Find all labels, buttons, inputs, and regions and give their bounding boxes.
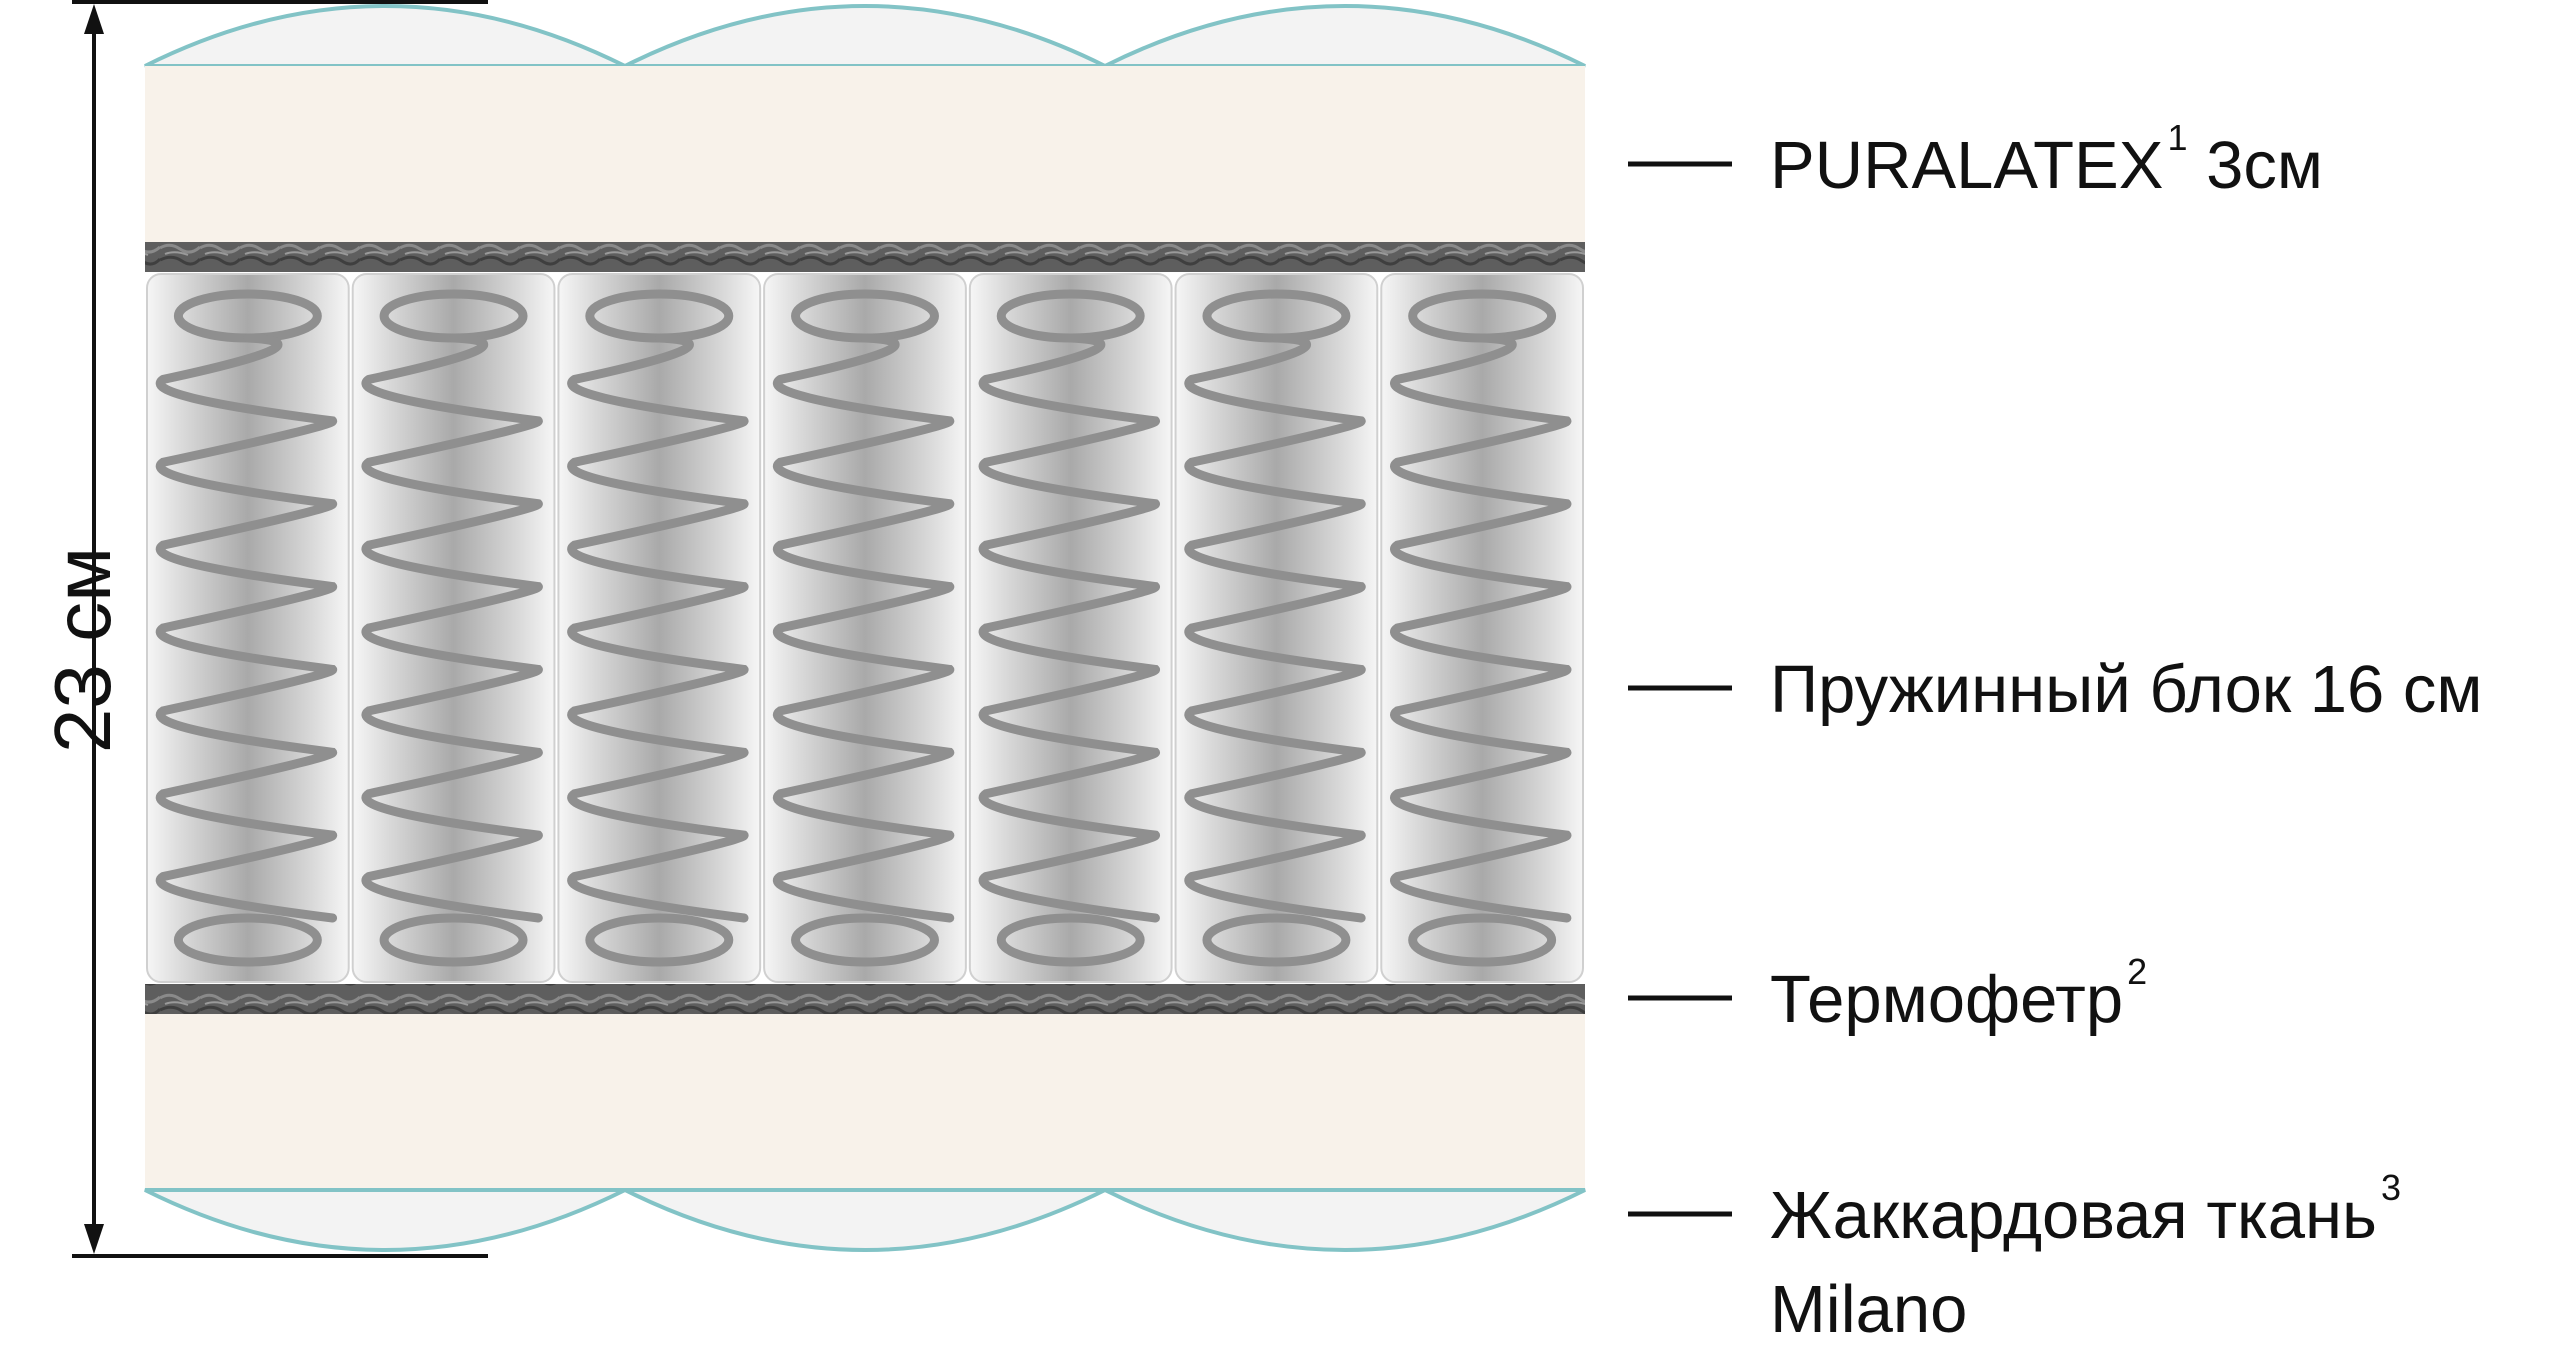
spring-coil-bottom <box>585 913 734 967</box>
spring-coil-bottom <box>791 913 939 967</box>
fabric-wave <box>144 1188 626 1252</box>
spring-coil-bottom <box>379 913 528 967</box>
layer-label-fabric-name: Milano <box>1770 1272 1968 1347</box>
bottom-latex-layer <box>145 1014 1585 1190</box>
spring-coil-bottom <box>1202 913 1351 967</box>
spring-helix <box>772 333 955 923</box>
spring-pocket <box>1174 273 1379 983</box>
spring-pocket <box>763 273 967 983</box>
footnote-mark-2: 2 <box>2127 951 2148 992</box>
footnote-mark-3: 3 <box>2380 1167 2401 1208</box>
top-fabric-cover <box>144 4 1586 68</box>
arrow-down-icon <box>84 1224 104 1254</box>
footnote-mark-1: 1 <box>2167 117 2188 158</box>
spring-helix <box>567 333 749 923</box>
height-dimension <box>72 0 488 1258</box>
bottom-felt-layer <box>145 984 1585 1014</box>
total-height-text: 23 см <box>38 546 127 754</box>
spring-helix <box>1390 333 1572 923</box>
spring-pocket <box>557 273 762 983</box>
fabric-wave <box>1104 4 1586 68</box>
fabric-wave <box>624 4 1106 68</box>
spring-coil-bottom <box>996 913 1145 967</box>
leader-lines <box>1628 161 1732 1217</box>
top-felt-layer <box>145 242 1585 272</box>
spring-helix <box>1184 333 1366 923</box>
total-height-label: 23 см <box>8 530 158 770</box>
fabric-wave <box>624 1188 1106 1252</box>
spring-pocket <box>1380 273 1585 983</box>
fabric-wave <box>1104 1188 1586 1252</box>
spring-pocket <box>968 273 1173 983</box>
fabric-wave <box>144 4 626 68</box>
spring-pocket <box>146 273 350 983</box>
spring-coil-bottom <box>173 913 322 967</box>
top-latex-layer <box>145 66 1585 242</box>
spring-block <box>146 273 1585 983</box>
spring-helix <box>155 333 338 923</box>
arrow-up-icon <box>84 4 104 34</box>
spring-coil-bottom <box>1408 913 1557 967</box>
spring-helix <box>978 333 1160 923</box>
spring-helix <box>361 333 543 923</box>
bottom-fabric-cover <box>144 1188 1586 1252</box>
spring-pocket <box>351 273 556 983</box>
layer-label-spring-block: Пружинный блок 16 см <box>1770 652 2483 727</box>
